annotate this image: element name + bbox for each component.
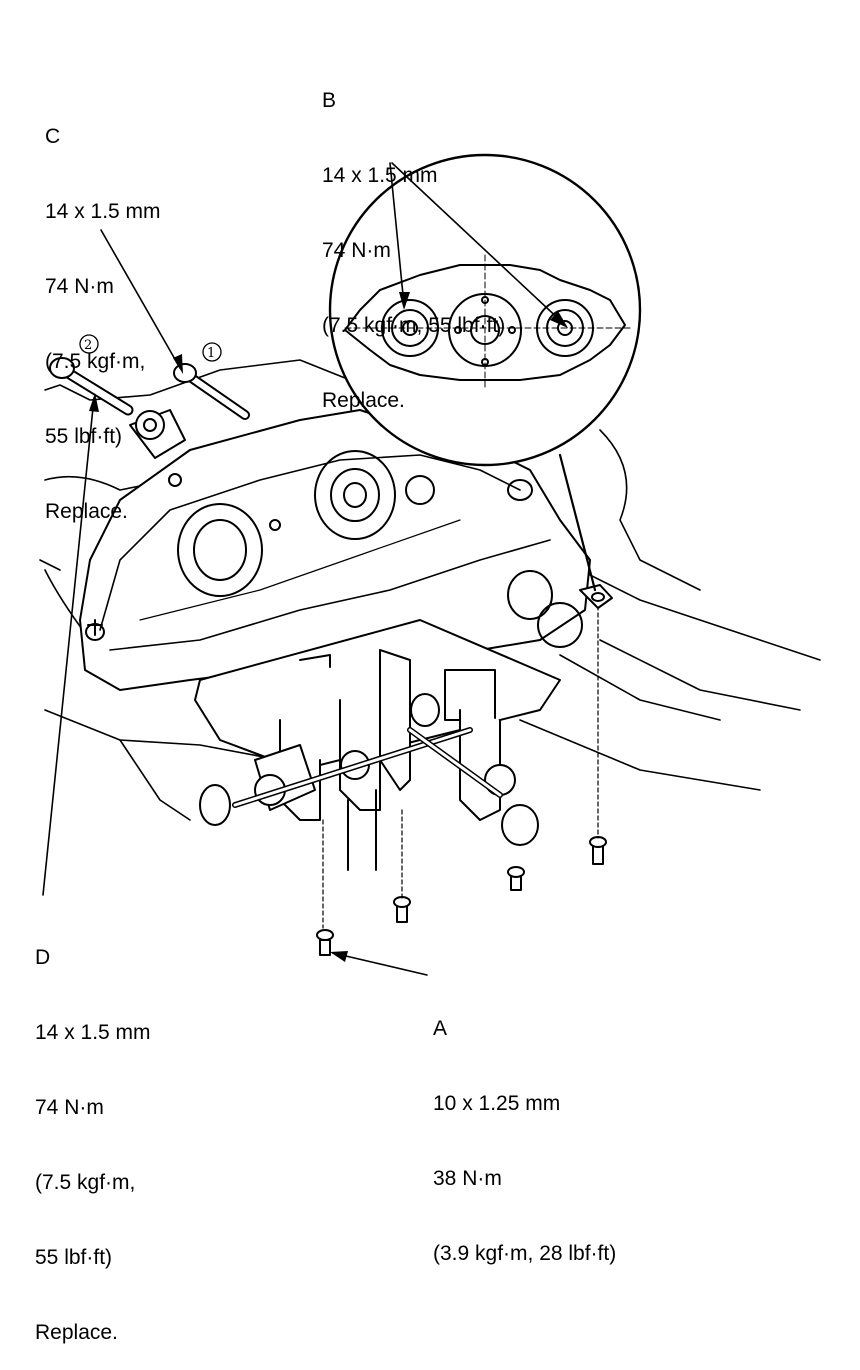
sequence-mark-1: 1 — [207, 346, 215, 361]
callout-a: A 10 x 1.25 mm 38 N·m (3.9 kgf·m, 28 lbf… — [433, 966, 616, 1291]
callout-d-letter: D — [35, 946, 51, 969]
callout-c-letter: C — [45, 125, 61, 148]
callout-d: D 14 x 1.5 mm 74 N·m (7.5 kgf·m, 55 lbf·… — [35, 895, 151, 1370]
callout-c-size: 14 x 1.5 mm — [45, 200, 161, 223]
callout-c-torque-alt-2: 55 lbf·ft) — [45, 425, 123, 448]
callout-d-torque-alt-2: 55 lbf·ft) — [35, 1246, 113, 1269]
subframe-mounting-diagram: 2 1 — [39, 153, 821, 976]
callout-a-letter: A — [433, 1017, 448, 1040]
callout-d-note: Replace. — [35, 1321, 118, 1344]
callout-a-size: 10 x 1.25 mm — [433, 1092, 561, 1115]
callout-c-torque-alt-1: (7.5 kgf·m, — [45, 350, 146, 373]
callout-b-torque: 74 N·m — [322, 239, 391, 262]
leader-lines — [42, 162, 597, 976]
upper-bolts — [49, 357, 250, 459]
arrowheads — [89, 292, 568, 962]
sequence-mark-2: 2 — [84, 338, 92, 353]
callout-a-torque: 38 N·m — [433, 1167, 502, 1190]
callout-c-torque: 74 N·m — [45, 275, 114, 298]
mount-bracket-assembly — [194, 619, 561, 871]
callout-a-torque-alt: (3.9 kgf·m, 28 lbf·ft) — [433, 1242, 617, 1265]
callout-c: C 14 x 1.5 mm 74 N·m (7.5 kgf·m, 55 lbf·… — [45, 74, 161, 549]
callout-b-torque-alt: (7.5 kgf·m, 55 lbf·ft) — [322, 314, 506, 337]
sequence-marks: 2 1 — [79, 334, 222, 362]
callout-d-torque-alt-1: (7.5 kgf·m, — [35, 1171, 136, 1194]
callout-b-note: Replace. — [322, 389, 405, 412]
detail-magnifier — [328, 153, 642, 467]
callout-b-size: 14 x 1.5 mm — [322, 164, 438, 187]
callout-b: B 14 x 1.5 mm 74 N·m (7.5 kgf·m, 55 lbf·… — [322, 38, 505, 438]
callout-d-size: 14 x 1.5 mm — [35, 1021, 151, 1044]
callout-b-letter: B — [322, 89, 337, 112]
callout-c-note: Replace. — [45, 500, 128, 523]
lower-bolts — [316, 584, 613, 956]
callout-d-torque: 74 N·m — [35, 1096, 104, 1119]
vehicle-frame-lines — [39, 359, 821, 821]
